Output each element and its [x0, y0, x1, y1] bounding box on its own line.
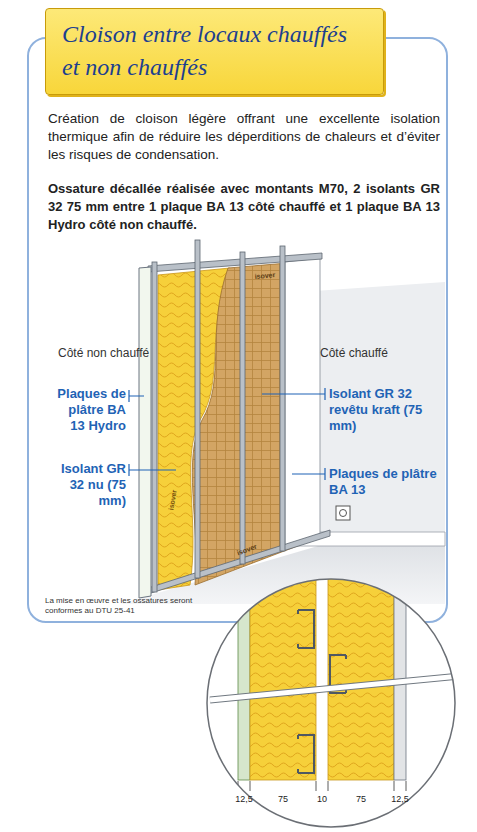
leader-lines: [129, 388, 325, 480]
metal-frame: [148, 240, 330, 594]
plasterboard-ba13: [285, 258, 320, 548]
side-label: Côté chauffé: [320, 346, 420, 361]
dimension: 10: [308, 794, 336, 805]
spec-text: Ossature décallée réalisée avec montants…: [48, 180, 440, 234]
section-detail: [210, 570, 460, 791]
part-label: Plaques de plâtre BA 13 Hydro: [52, 386, 126, 434]
outlet-symbol: [336, 506, 350, 520]
plasterboard-hydro: [139, 267, 151, 598]
dimension: 75: [269, 794, 297, 805]
detail-circle-border: [207, 579, 455, 827]
part-label: Isolant GR 32 nu (75 mm): [52, 461, 126, 509]
dimension: 12,5: [386, 794, 414, 805]
part-label: Isolant GR 32 revêtu kraft (75 mm): [329, 386, 441, 434]
dimension: 75: [347, 794, 375, 805]
intro-text: Création de cloison légère offrant une e…: [48, 110, 440, 164]
heated-room-wall: [300, 282, 445, 545]
title: Cloison entre locaux chauffés et non cha…: [62, 18, 367, 84]
note: La mise en œuvre et les ossatures seront…: [45, 596, 205, 616]
part-label: Plaques de plâtre BA 13: [329, 466, 441, 498]
title-banner: Cloison entre locaux chauffés et non cha…: [45, 8, 384, 95]
dimension: 12,5: [230, 794, 258, 805]
panel-border: [28, 38, 447, 622]
side-label: Côté non chauffé: [58, 346, 158, 361]
